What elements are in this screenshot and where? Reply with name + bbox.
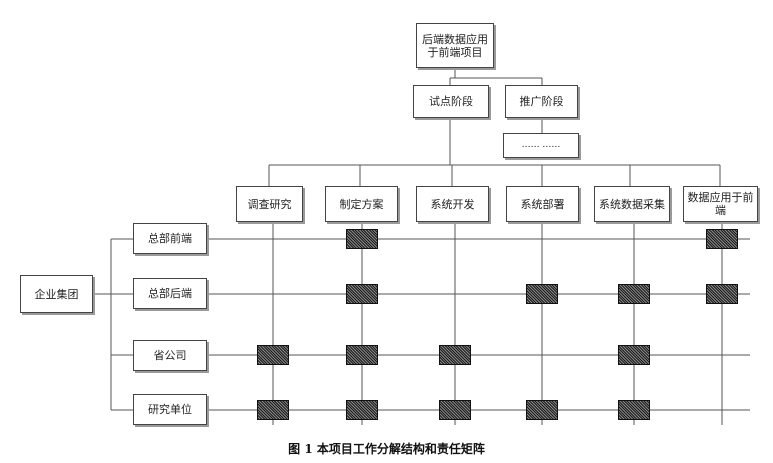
column-header-label: 系统数据采集 <box>599 197 665 211</box>
column-header-survey: 调查研究 <box>236 186 303 222</box>
responsibility-cell <box>706 284 738 304</box>
column-header-label: 制定方案 <box>339 197 384 211</box>
row-header-hq-frontend: 总部前端 <box>133 223 207 254</box>
responsibility-cell <box>346 229 378 249</box>
phase-pilot: 试点阶段 <box>413 85 489 118</box>
responsibility-cell <box>618 345 650 365</box>
responsibility-cell <box>346 345 378 365</box>
column-header-deploy: 系统部署 <box>506 186 579 222</box>
responsibility-cell <box>526 400 558 420</box>
responsibility-cell <box>526 284 558 304</box>
column-header-label: 系统部署 <box>520 197 565 211</box>
responsibility-cell <box>257 400 289 420</box>
row-header-label: 省公司 <box>153 349 187 362</box>
column-header-plan: 制定方案 <box>325 186 398 222</box>
responsibility-cell <box>346 284 378 304</box>
group-node: 企业集团 <box>20 275 93 313</box>
placeholder-node: …… …… <box>503 133 579 158</box>
row-header-research: 研究单位 <box>133 394 207 425</box>
placeholder-node-label: …… …… <box>521 140 561 150</box>
column-header-data-collection: 系统数据采集 <box>594 186 670 222</box>
row-header-province: 省公司 <box>133 340 207 371</box>
column-header-develop: 系统开发 <box>416 186 489 222</box>
figure-caption: 图 1 本项目工作分解结构和责任矩阵 <box>288 442 485 456</box>
row-header-label: 总部后端 <box>148 287 192 300</box>
responsibility-cell <box>439 345 471 365</box>
responsibility-cell <box>618 284 650 304</box>
column-header-label: 数据应用于前端 <box>687 191 754 217</box>
row-header-label: 研究单位 <box>148 403 192 416</box>
responsibility-cell <box>706 229 738 249</box>
row-header-hq-backend: 总部后端 <box>133 278 207 309</box>
phase-pilot-label: 试点阶段 <box>429 95 473 108</box>
responsibility-cell <box>618 400 650 420</box>
column-header-frontend-application: 数据应用于前端 <box>683 186 758 222</box>
root-node: 后端数据应用于前端项目 <box>416 23 494 68</box>
phase-promotion-label: 推广阶段 <box>519 95 564 108</box>
responsibility-cell <box>346 400 378 420</box>
root-node-label: 后端数据应用于前端项目 <box>422 32 488 59</box>
column-header-label: 系统开发 <box>430 197 475 211</box>
row-header-label: 总部前端 <box>148 232 192 245</box>
column-header-label: 调查研究 <box>247 197 292 211</box>
phase-promotion: 推广阶段 <box>505 85 578 118</box>
responsibility-cell <box>257 345 289 365</box>
group-node-label: 企业集团 <box>34 287 79 301</box>
responsibility-cell <box>439 400 471 420</box>
